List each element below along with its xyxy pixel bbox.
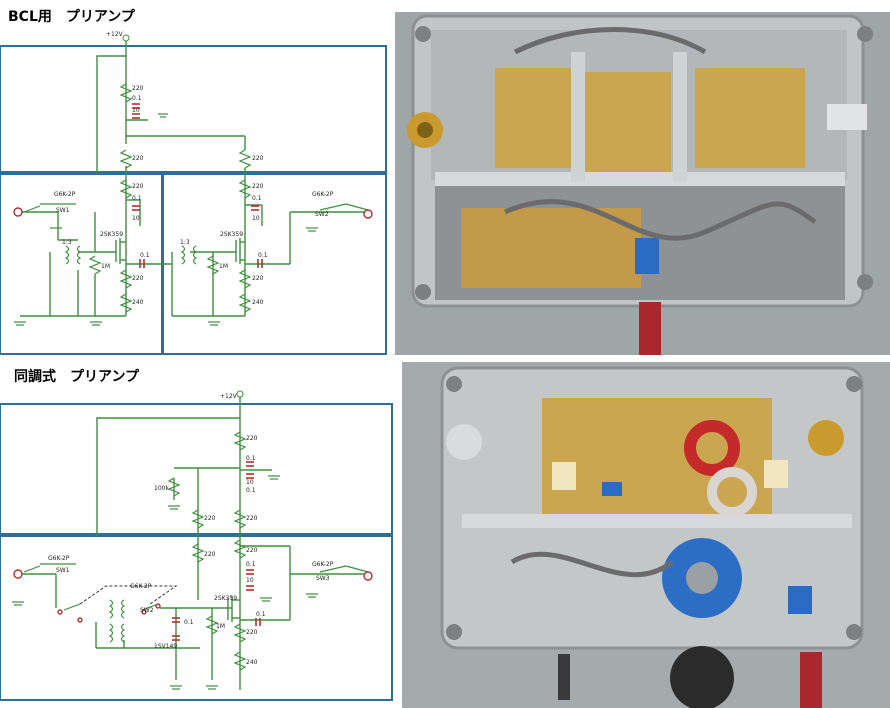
bottom-r-label: 220 (246, 435, 258, 442)
toroid-coil (684, 420, 740, 476)
top-r1m-label: 1M (101, 263, 110, 270)
bottom-c10-label: 10 (246, 577, 254, 584)
bottom-varicap-label: 1SV149 (154, 643, 177, 650)
bottom-r1m-label: 1M (216, 623, 225, 630)
bottom-fet-label: 2SK359 (214, 595, 237, 602)
shield-wall (435, 172, 845, 186)
top-r-label: 220 (132, 183, 144, 190)
top-transformer-label: 1:3 (180, 239, 190, 246)
top-shield-frame-upper (0, 45, 387, 173)
bottom-r-label: 220 (204, 551, 216, 558)
top-relay-label: G6K-2P (312, 191, 334, 198)
top-fet-label: 2SK359 (220, 231, 243, 238)
bottom-c-label: 0.1 (256, 611, 266, 618)
bottom-supply-label: +12V (220, 393, 238, 400)
perfboard (495, 68, 581, 168)
perfboard (695, 68, 805, 168)
bottom-c10-label: 10 (246, 479, 254, 486)
top-c-label: 0.1 (140, 252, 150, 259)
top-r-label: 220 (132, 85, 144, 92)
shield-wall (462, 514, 852, 528)
bottom-r-label: 220 (246, 515, 258, 522)
bottom-r-label: 220 (246, 629, 258, 636)
top-c10-label: 10 (132, 215, 140, 222)
top-c-label: 0.1 (252, 195, 262, 202)
bottom-relay-label: G6K-2P (312, 561, 334, 568)
top-transformer-label: 1:3 (62, 239, 72, 246)
bottom-relay-label: G6K-2P (130, 583, 152, 590)
top-r1m-label: 1M (219, 263, 228, 270)
top-c-label: 0.1 (132, 195, 142, 202)
bnc-connector (808, 420, 844, 456)
bnc-connector (446, 424, 482, 460)
top-c-label: 0.1 (258, 252, 268, 259)
top-r-label: 220 (132, 275, 144, 282)
bottom-r-label: 220 (204, 515, 216, 522)
top-sw1-label: SW1 (56, 207, 70, 214)
tuning-knob (670, 646, 734, 708)
top-title: BCL用 プリアンプ (8, 9, 135, 25)
top-relay-label: G6K-2P (54, 191, 76, 198)
bottom-sw3-label: SW3 (316, 575, 330, 582)
bottom-r240-label: 240 (246, 659, 258, 666)
top-supply-label: +12V (106, 31, 124, 38)
tuned-preamp-schematic: +12V 220 0.1 10 0.1 100k 220 220 220 220… (0, 390, 393, 701)
top-c10-label: 10 (252, 215, 260, 222)
bottom-sw1-label: SW1 (56, 567, 70, 574)
top-c-label: 0.1 (132, 95, 142, 102)
bottom-shield-frame-lower (0, 535, 393, 701)
bottom-c-label: 0.1 (246, 455, 256, 462)
top-c10-label: 10 (132, 107, 140, 114)
bcl-preamp-photo (395, 12, 890, 355)
bottom-r-label: 220 (246, 547, 258, 554)
bottom-relay-label: G6K-2P (48, 555, 70, 562)
bottom-c-label: 0.1 (184, 619, 194, 626)
bottom-shield-frame-upper (0, 403, 393, 535)
top-r240-label: 240 (132, 299, 144, 306)
tuned-preamp-photo (402, 362, 890, 708)
top-fet-label: 2SK359 (100, 231, 123, 238)
bottom-pot-label: 100k (154, 485, 169, 492)
bcl-preamp-schematic: +12V 220 0.1 10 220 220 0.1 10 220 220 0… (0, 31, 387, 355)
perfboard (585, 72, 671, 172)
top-sw2-label: SW2 (315, 211, 329, 218)
bottom-c-label: 0.1 (246, 487, 256, 494)
bnc-connector (827, 104, 867, 130)
top-r-label: 220 (252, 183, 264, 190)
top-r-label: 220 (252, 275, 264, 282)
top-r-label: 220 (132, 155, 144, 162)
toroid-coil (707, 467, 757, 517)
bottom-sw2-label: SW2 (140, 607, 154, 614)
bottom-title: 同調式 プリアンプ (14, 369, 140, 385)
bottom-c-label: 0.1 (246, 561, 256, 568)
top-r-label: 220 (252, 155, 264, 162)
top-r240-label: 240 (252, 299, 264, 306)
